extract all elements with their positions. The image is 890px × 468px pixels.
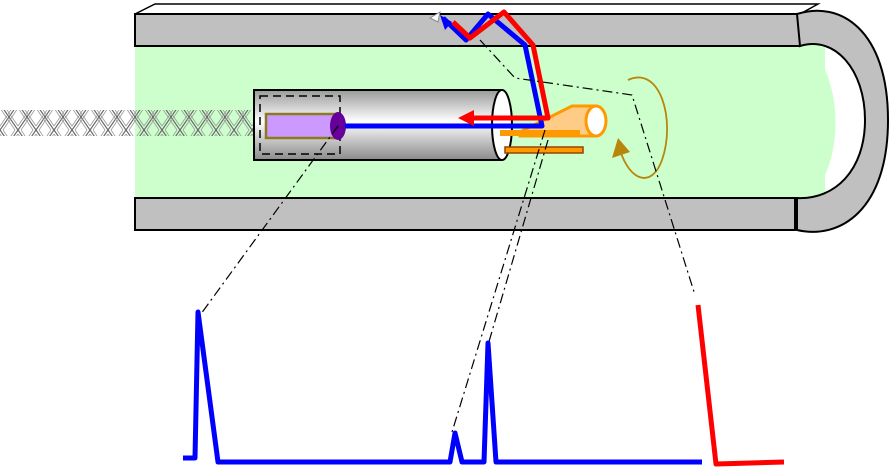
echo-beam-path: [451, 9, 551, 121]
vessel-wall-top-face: [134, 3, 821, 15]
vessel-wall-end: [795, 9, 890, 233]
rotation-arrow-icon: [612, 76, 668, 179]
echo-arrow-head: [458, 110, 474, 126]
transmit-beam-path: [345, 11, 545, 129]
wall-reflection-marker: [428, 10, 441, 23]
guide-line-sheath: [451, 129, 546, 433]
guide-line-mirror: [487, 139, 549, 346]
transducer-crystal: [264, 112, 338, 140]
guide-line-wall: [479, 39, 696, 296]
vessel-lumen-end: [800, 45, 836, 200]
signal-trace-blue: [183, 309, 702, 465]
vessel-wall-bottom: [134, 197, 796, 231]
guide-lines: [197, 39, 696, 433]
drive-cable: [0, 110, 256, 136]
signal-trace-red: [695, 304, 785, 467]
transmit-arrow-head: [440, 15, 452, 30]
